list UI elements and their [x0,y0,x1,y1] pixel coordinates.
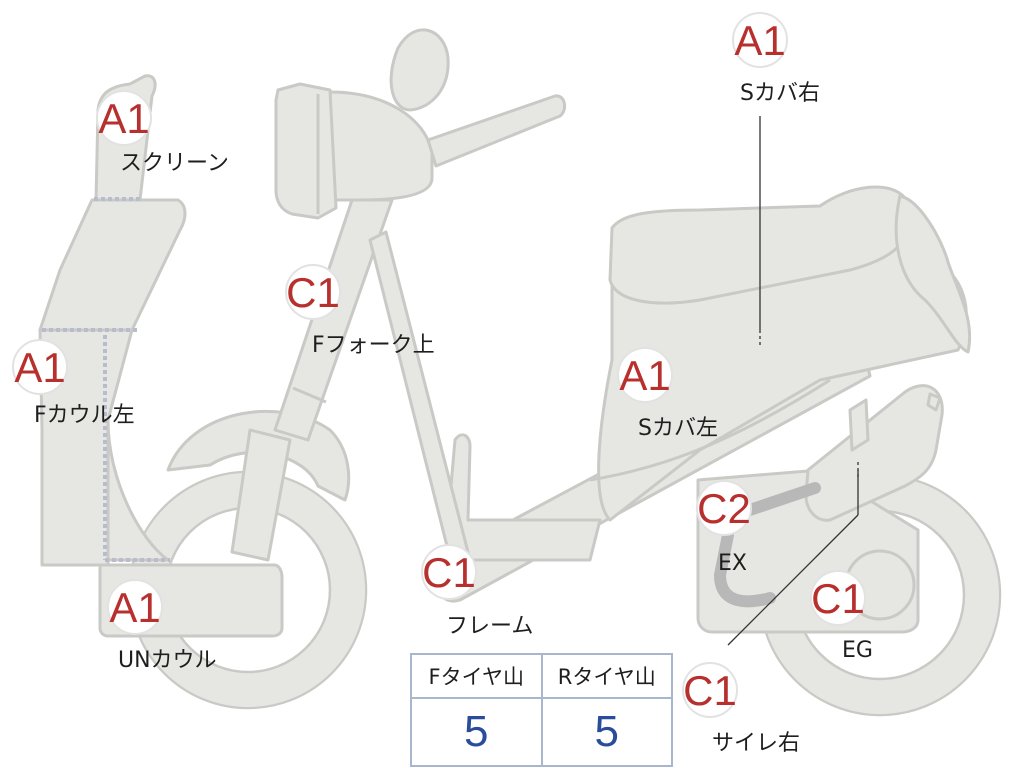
tire-tread-table: Fタイヤ山 Rタイヤ山 5 5 [410,653,673,767]
leader-lines [727,116,859,646]
part-label: Sカバ左 [638,416,718,441]
damage-code: A1 [619,352,670,399]
part-annotation: C2 EX [696,480,752,576]
part-annotation: C1 Fフォーク上 [285,264,435,358]
part-label: Fフォーク上 [312,333,435,358]
damage-code-badge [810,570,866,626]
part-label: Sカバ右 [740,81,820,106]
damage-code: C2 [697,485,751,532]
part-label: EG [842,638,873,663]
damage-code: A1 [14,344,65,391]
part-label: サイレ右 [712,731,800,756]
rear-tire-header: Rタイヤ山 [540,653,673,699]
damage-code: C1 [811,575,865,622]
damage-code: C1 [683,667,737,714]
damage-code-badge [732,12,788,68]
damage-code: C1 [422,549,476,596]
cowl-seams [42,197,170,562]
part-label: Fカウル左 [34,403,135,428]
part-annotation: A1 UNカウル [107,579,217,673]
damage-code-badge [12,339,68,395]
rear-tire-value: 5 [540,697,673,767]
damage-code-badge [285,264,341,320]
part-annotation: A1 Sカバ右 [732,12,820,106]
damage-code: A1 [98,95,149,142]
front-tire-header: Fタイヤ山 [410,653,543,699]
part-annotation: C1 フレーム [421,544,533,639]
table-row: 5 5 [410,697,673,767]
part-label: EX [718,551,747,576]
damage-code-badge [421,544,477,600]
damage-code: A1 [109,584,160,631]
front-tire-value: 5 [410,697,543,767]
damage-code: C1 [286,269,340,316]
damage-code-badge [696,480,752,536]
part-annotation: A1 Sカバ左 [617,347,718,441]
damage-code: A1 [734,17,785,64]
part-annotation: C1 EG [810,570,873,663]
part-annotation: C1 サイレ右 [682,662,800,756]
table-header-row: Fタイヤ山 Rタイヤ山 [410,653,673,699]
part-label: フレーム [446,614,533,639]
damage-code-badge [617,347,673,403]
damage-code-badge [107,579,163,635]
part-annotation: A1 スクリーン [96,90,229,176]
damage-code-badge [682,662,738,718]
part-label: スクリーン [120,151,229,176]
part-label: UNカウル [118,648,217,673]
damage-code-badge [96,90,152,146]
part-annotation: A1 Fカウル左 [12,339,135,428]
